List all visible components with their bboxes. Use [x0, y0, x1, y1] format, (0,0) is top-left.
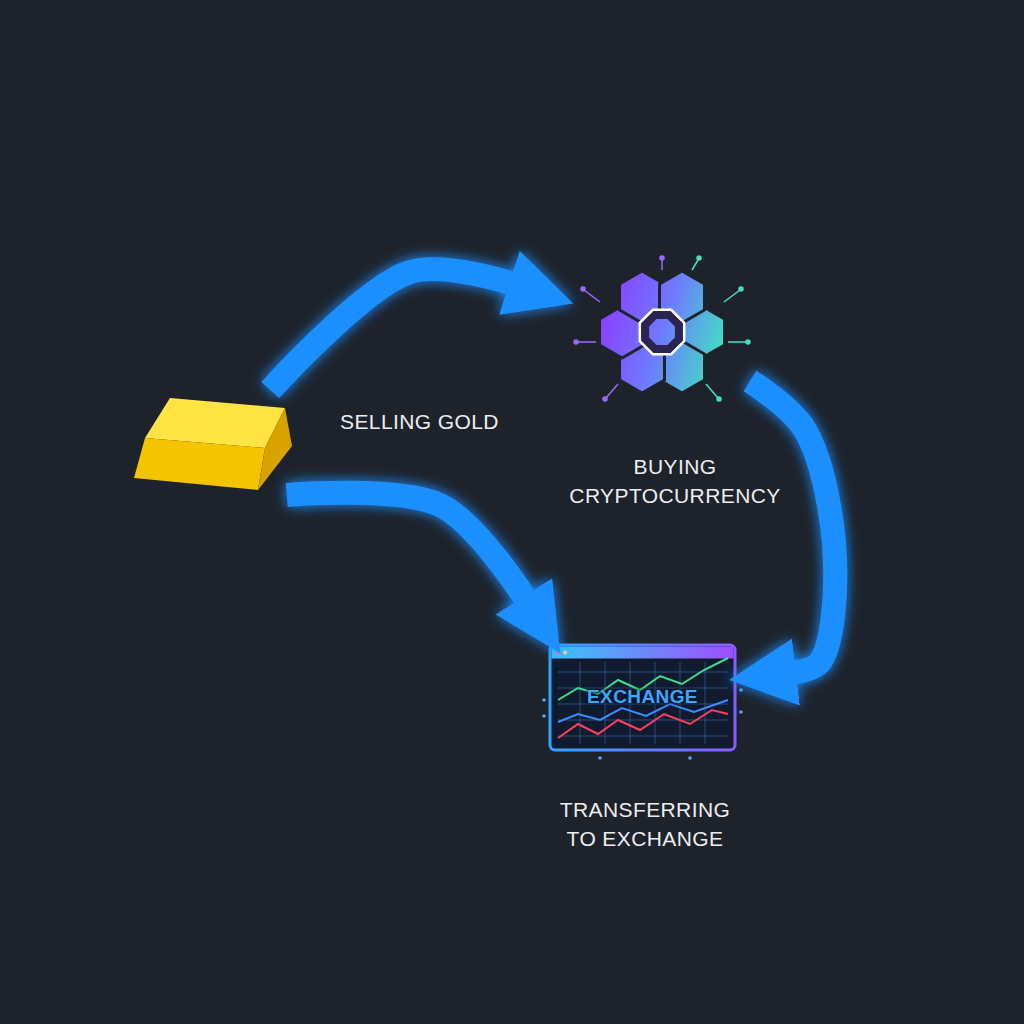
crypto-icon [574, 256, 750, 401]
gold-step-node: SELLING GOLD [130, 390, 295, 495]
exchange-step-node: EXCHANGETRANSFERRING TO EXCHANGE [550, 645, 735, 750]
flow-arrow [750, 381, 835, 672]
center-octagon [640, 310, 684, 354]
gold-front-face [134, 438, 265, 490]
circuit-traces [574, 256, 664, 401]
chart-line-red [558, 710, 728, 738]
gold-bar-icon [134, 398, 292, 490]
step-label: SELLING GOLD [340, 407, 499, 436]
monitor-frame [550, 645, 735, 750]
circuit-traces [692, 256, 750, 401]
exchange-monitor [542, 645, 743, 760]
screen-label: EXCHANGE [550, 685, 735, 709]
inner-octagon [649, 319, 675, 345]
flow-arrow [270, 269, 509, 390]
monitor-titlebar [552, 647, 734, 659]
gold-side-face [258, 408, 292, 490]
flow-arrow [287, 493, 524, 597]
crypto-step-node: BUYING CRYPTOCURRENCY [575, 262, 750, 402]
step-label: TRANSFERRING TO EXCHANGE [555, 795, 735, 853]
step-label: BUYING CRYPTOCURRENCY [555, 452, 795, 510]
